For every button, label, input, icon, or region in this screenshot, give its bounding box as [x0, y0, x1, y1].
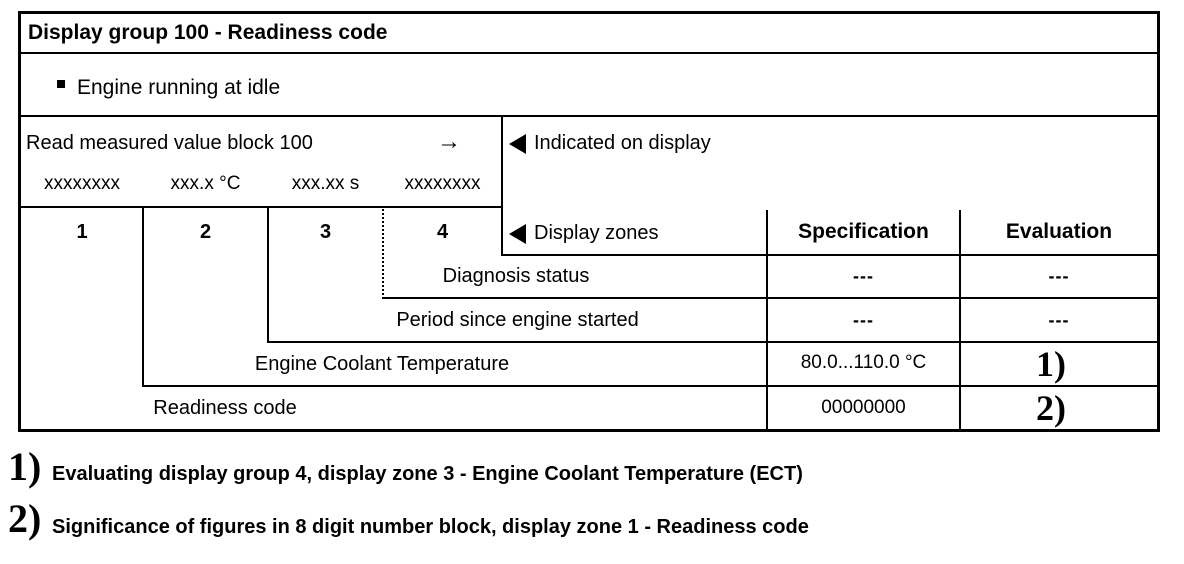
row-label-period-since-start: Period since engine started	[396, 309, 639, 331]
line-under-display-box	[18, 206, 503, 208]
line-under-title	[18, 52, 1160, 54]
spec-period-since-start: ---	[853, 310, 874, 330]
display-field-2: xxx.x °C	[170, 173, 241, 194]
display-field-4: xxxxxxxx	[404, 173, 481, 194]
line-under-bullet-row	[18, 115, 1160, 117]
row-label-engine-coolant-temperature: Engine Coolant Temperature	[254, 353, 510, 375]
line-under-ect-row	[142, 385, 1160, 387]
left-pointer-icon	[509, 133, 526, 154]
indicated-on-display-label: Indicated on display	[534, 132, 711, 154]
divider-zone1-zone2	[142, 206, 144, 387]
display-zones-label: Display zones	[534, 222, 659, 244]
line-under-diagnosis-row	[382, 297, 1160, 299]
indicated-on-display-cell: Indicated on display	[509, 131, 711, 156]
specification-header: Specification	[798, 220, 929, 243]
zone-number-4: 4	[436, 221, 449, 243]
footnote-2-marker: 2)	[8, 496, 42, 541]
eval-period-since-start: ---	[1048, 310, 1070, 330]
spec-readiness-code: 00000000	[821, 397, 906, 418]
right-arrow-icon: →	[437, 128, 461, 155]
table-border-left	[18, 11, 21, 432]
eval-footnote-ref-2: 2)	[1036, 388, 1066, 428]
spec-diagnosis-status: ---	[853, 266, 874, 286]
bullet-icon	[57, 80, 65, 88]
line-under-period-row	[267, 341, 1160, 343]
table-border-right	[1157, 11, 1160, 432]
eval-footnote-ref-1: 1)	[1036, 344, 1066, 384]
footnote-1-marker: 1)	[8, 444, 42, 489]
footnote-2-text: Significance of figures in 8 digit numbe…	[52, 516, 809, 538]
display-zones-cell: Display zones	[509, 221, 659, 246]
evaluation-header: Evaluation	[1005, 220, 1113, 243]
display-field-1: xxxxxxxx	[44, 173, 120, 194]
zone-number-3: 3	[319, 221, 332, 243]
table-title: Display group 100 - Readiness code	[28, 21, 388, 44]
divider-specification-left	[766, 210, 768, 431]
divider-zone3-zone4	[382, 206, 384, 299]
display-field-3: xxx.xx s	[291, 173, 360, 194]
divider-zone2-zone3	[267, 206, 269, 343]
table-border-bottom	[18, 429, 1160, 432]
divider-evaluation-left	[959, 210, 961, 431]
table-border-top	[18, 11, 1160, 14]
zone-number-1: 1	[76, 221, 88, 243]
row-label-diagnosis-status: Diagnosis status	[442, 265, 590, 287]
footnote-1-text: Evaluating display group 4, display zone…	[52, 463, 803, 485]
zone-number-2: 2	[199, 221, 212, 243]
divider-display-box-right	[501, 115, 503, 256]
read-instruction: Read measured value block 100	[26, 132, 313, 154]
spec-engine-coolant-temperature: 80.0...110.0 °C	[800, 352, 927, 373]
eval-diagnosis-status: ---	[1048, 266, 1070, 286]
line-under-zones-header	[501, 254, 1160, 256]
condition-text: Engine running at idle	[77, 76, 281, 99]
row-label-readiness-code: Readiness code	[153, 397, 297, 419]
left-pointer-icon	[509, 223, 526, 244]
